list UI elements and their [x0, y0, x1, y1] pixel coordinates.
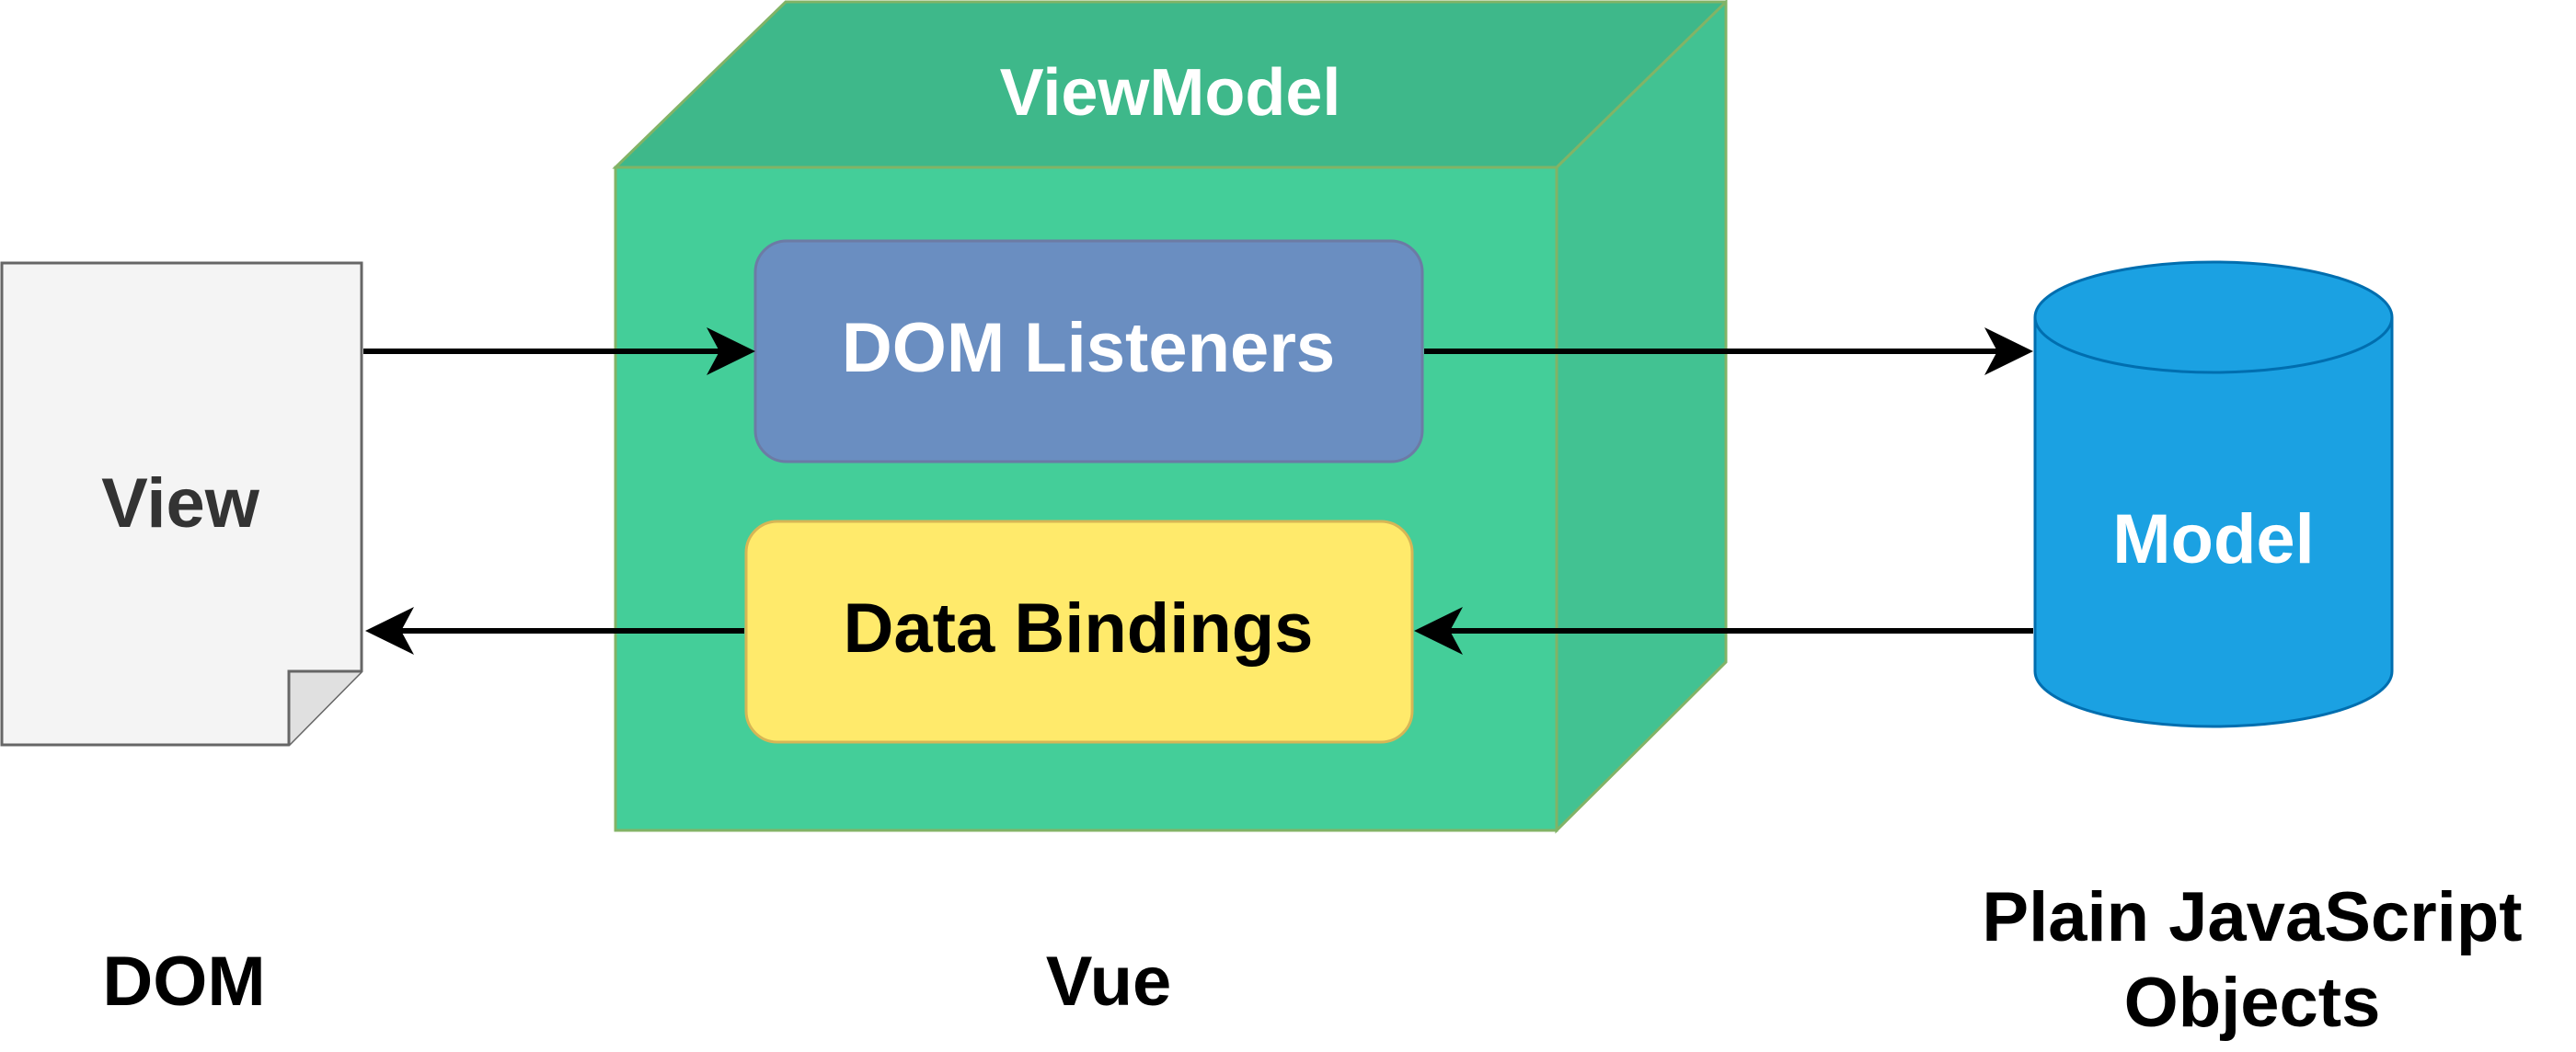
model-database-cylinder-icon [2033, 260, 2394, 728]
caption-dom: DOM [102, 943, 265, 1021]
caption-vue: Vue [1046, 943, 1172, 1021]
arrow-data-bindings-to-view [365, 607, 744, 655]
data-bindings-box [744, 520, 1414, 744]
cylinder-body [2033, 317, 2394, 728]
arrow-view-to-dom-listeners [363, 327, 755, 375]
view-label: View [101, 464, 260, 543]
data-bindings-label: Data Bindings [844, 589, 1314, 668]
dom-listeners-label: DOM Listeners [842, 309, 1335, 387]
document-corner-fold [287, 669, 362, 745]
cylinder-top [2033, 260, 2394, 374]
arrow-dom-listeners-to-model [1424, 327, 2033, 375]
caption-model-line2: Objects [2124, 964, 2381, 1042]
viewmodel-title: ViewModel [1000, 56, 1341, 130]
caption-model-line1: Plain JavaScript [1982, 878, 2522, 956]
view-document-icon [0, 261, 363, 747]
arrow-model-to-data-bindings [1414, 607, 2033, 655]
model-label: Model [2112, 500, 2315, 578]
